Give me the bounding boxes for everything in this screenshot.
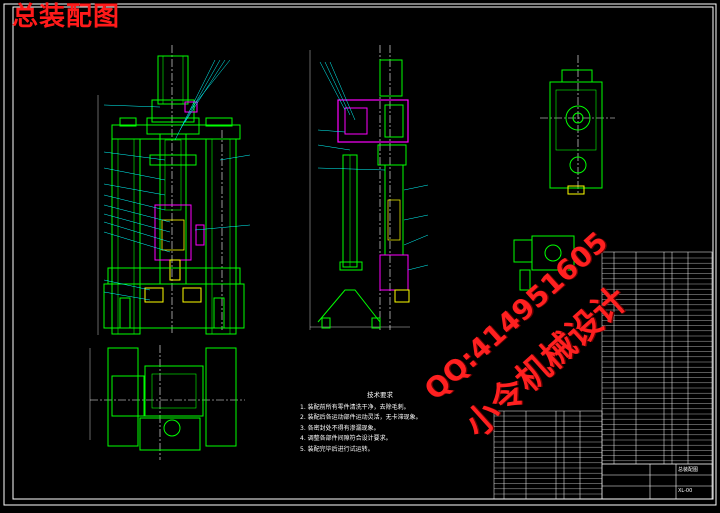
- technical-requirements-heading: 技术要求: [367, 391, 393, 399]
- parts-list-lower: [493, 410, 603, 500]
- requirement-item: 3. 各密封处不得有渗漏现象。: [300, 424, 380, 432]
- side-view: [309, 45, 429, 330]
- front-view: [97, 45, 251, 335]
- top-view: [540, 55, 615, 195]
- title-block-drawing-no: XL-00: [678, 488, 693, 494]
- technical-requirements: 技术要求 1. 装配前所有零件清洗干净，去除毛刺。 2. 装配后各运动部件运动灵…: [300, 390, 460, 455]
- requirement-item: 4. 调整各部件间隙符合设计要求。: [300, 435, 392, 442]
- inner-frame: [12, 6, 714, 500]
- outer-frame: [3, 3, 717, 506]
- detail-view: [513, 235, 575, 291]
- requirement-item: 2. 装配后各运动部件运动灵活，无卡滞现象。: [300, 414, 422, 421]
- requirement-item: 5. 装配完毕后进行试运转。: [300, 445, 374, 453]
- title-block: [601, 463, 713, 500]
- drawing-title: 总装配图: [12, 2, 121, 32]
- bottom-view: [89, 345, 245, 460]
- requirement-item: 1. 装配前所有零件清洗干净，去除毛刺。: [300, 403, 410, 411]
- title-block-drawing-name: 总装配图: [678, 467, 699, 473]
